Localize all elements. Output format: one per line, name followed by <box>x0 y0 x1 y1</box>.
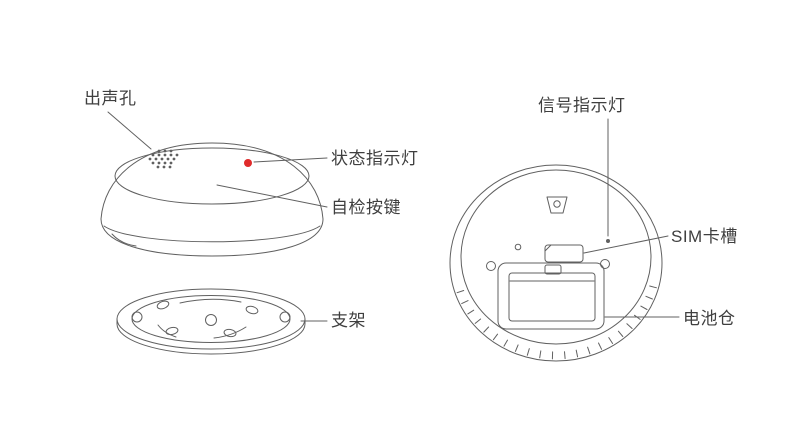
bracket-screw-hole <box>165 326 179 336</box>
bracket-screw-hole <box>245 305 259 315</box>
mount-bracket <box>116 288 306 355</box>
label-self-check: 自检按键 <box>331 198 401 217</box>
battery-bay <box>497 262 605 330</box>
leader-line-sim-slot <box>583 235 669 254</box>
bracket-outer-edge <box>116 288 306 350</box>
label-bracket: 支架 <box>331 311 366 330</box>
dome-top-face <box>114 147 310 205</box>
label-sound-hole: 出声孔 <box>84 89 137 108</box>
bracket-right-bump <box>279 311 291 323</box>
label-status-light: 状态指示灯 <box>331 149 419 168</box>
bracket-inner-plate <box>131 295 291 343</box>
screw-left <box>486 261 496 271</box>
leader-line-self-check <box>216 184 328 208</box>
mount-latch <box>546 196 568 214</box>
leader-lines <box>107 111 680 322</box>
speaker-grille <box>148 149 179 169</box>
battery <box>508 272 596 322</box>
battery-compartment <box>497 262 605 330</box>
sim-card-slot <box>544 244 584 263</box>
bracket-screw-hole <box>156 300 170 310</box>
battery-clip <box>544 264 562 275</box>
dome-base-rim <box>103 225 321 243</box>
label-signal-light: 信号指示灯 <box>538 96 626 115</box>
device-side-view <box>100 142 324 257</box>
device-bottom-view <box>449 164 663 362</box>
bracket-slot <box>213 326 247 339</box>
screw-right <box>600 259 610 269</box>
bracket-thickness <box>116 318 306 355</box>
status-led-dot <box>244 159 252 167</box>
leader-line-status-light <box>253 157 328 163</box>
dome-base-notch <box>111 233 137 247</box>
screw-small <box>514 243 522 251</box>
vent-slots <box>456 285 657 360</box>
bottom-outer-edge <box>449 164 663 362</box>
leader-line-sound-hole <box>107 111 152 150</box>
label-battery: 电池仓 <box>683 309 736 328</box>
bracket-center-hole <box>205 314 217 326</box>
label-sim-slot: SIM卡槽 <box>671 227 738 246</box>
bracket-left-bump <box>131 311 143 323</box>
bracket-screw-hole <box>223 328 237 338</box>
bracket-slot <box>179 298 242 304</box>
bracket-slot <box>157 324 177 338</box>
signal-led-dot <box>606 239 610 243</box>
bottom-inner-plate <box>460 169 652 345</box>
